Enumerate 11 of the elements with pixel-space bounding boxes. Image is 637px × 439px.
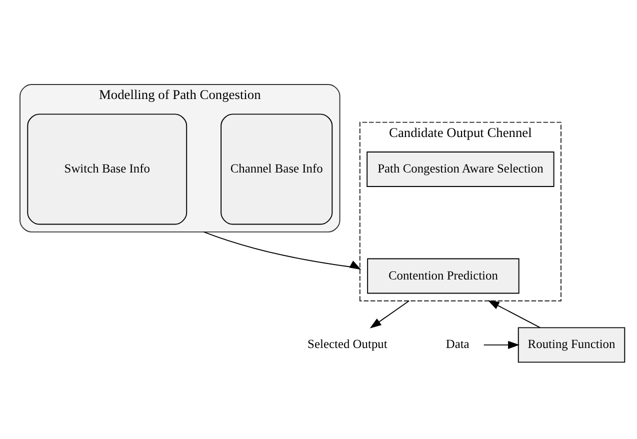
node-box: Routing Function bbox=[518, 327, 626, 363]
node-box: Switch Base Info bbox=[27, 114, 188, 225]
node-text: Selected Output bbox=[308, 337, 388, 352]
node-box: Channel Base Info bbox=[220, 114, 333, 225]
arrow bbox=[483, 340, 520, 349]
arrow bbox=[203, 231, 362, 270]
node-box: Contention Prediction bbox=[367, 258, 520, 294]
arrow bbox=[488, 300, 540, 328]
node-text: Data bbox=[446, 337, 470, 352]
node-box: Path Congestion Aware Selection bbox=[366, 152, 554, 187]
arrow bbox=[370, 300, 410, 328]
